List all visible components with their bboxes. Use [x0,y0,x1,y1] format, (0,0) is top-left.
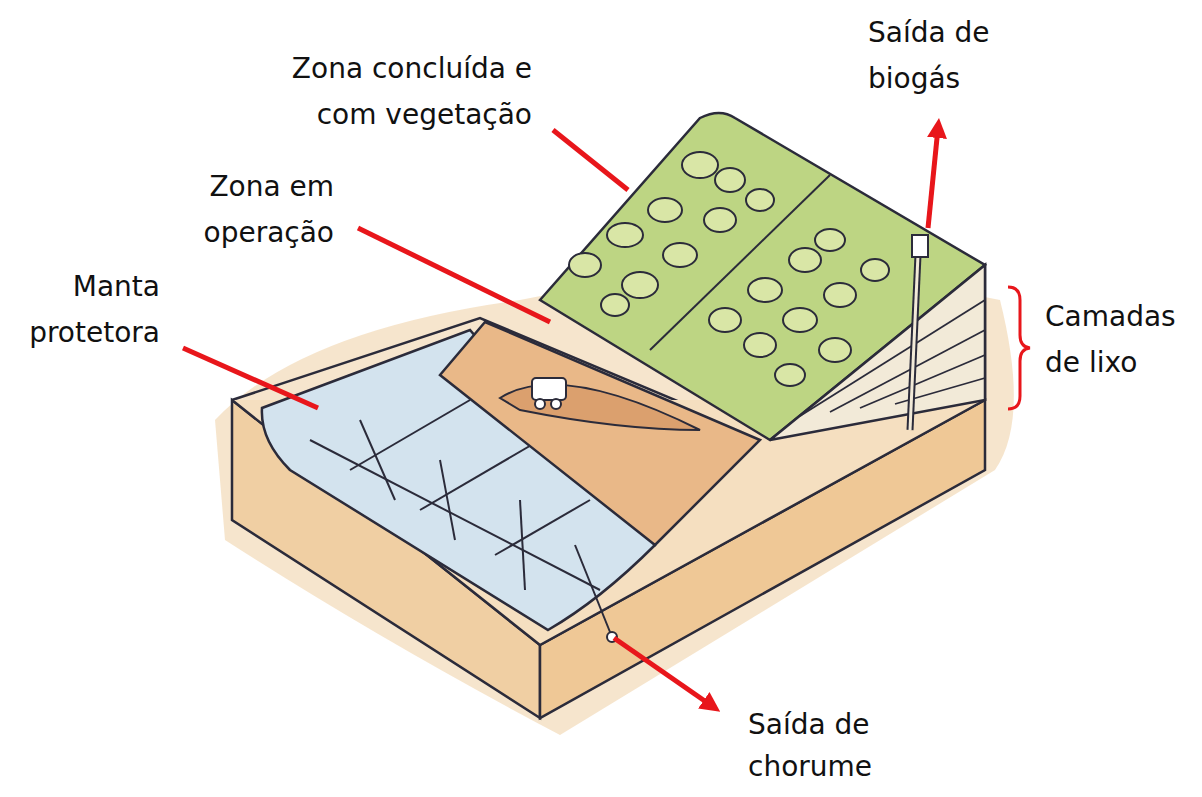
vegetated-zone [540,113,985,440]
callout-label: Manta protetora [25,264,160,356]
waste-layers [770,265,985,440]
biogas-pipe [910,255,918,430]
callout-label: Saída de chorume [748,704,876,788]
layer-lines [800,300,985,416]
layers-bracket [1008,287,1030,409]
biogas-vent [912,235,928,257]
callout-label: Saída de biogás [868,10,994,102]
callout-label: Zona concluída e com vegetação [288,46,532,138]
compactor-vehicle [532,378,566,409]
leader-line [553,130,628,190]
vegetation [569,152,889,386]
operation-slope [500,385,700,430]
biogas-arrow [928,128,938,228]
biogas-pipe [910,255,918,430]
leader-lines [183,128,938,706]
leader-line [358,228,550,322]
leader-line [183,348,318,408]
callout-label: Camadas de lixo [1045,294,1180,386]
callout-label: Zona em operação [200,164,334,256]
leachate-arrow [614,638,712,706]
